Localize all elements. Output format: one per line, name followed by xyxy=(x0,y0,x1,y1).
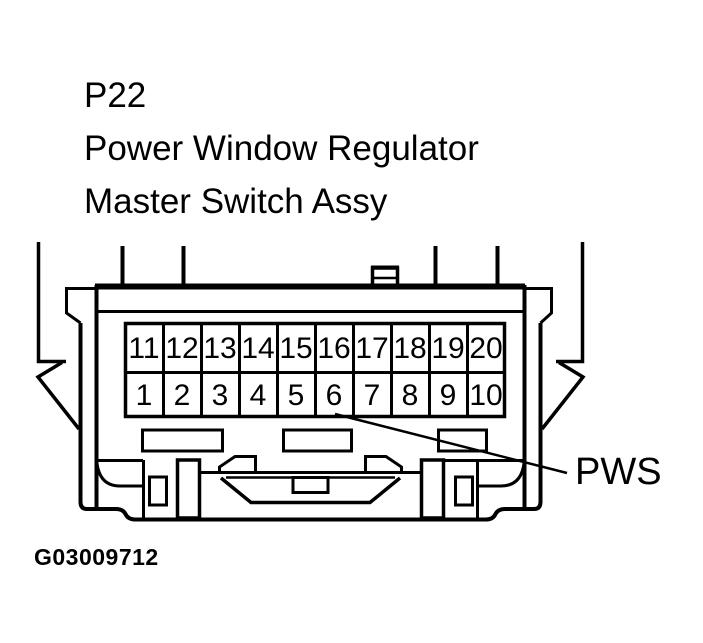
pin-label-6: 6 xyxy=(326,379,343,412)
pin-grid: 11 12 13 14 15 16 17 18 19 20 1 2 3 4 5 … xyxy=(123,321,507,419)
center-keyway xyxy=(218,455,403,505)
pin-label-10: 10 xyxy=(469,379,502,412)
pin-label-2: 2 xyxy=(174,379,191,412)
pin-callout-label: PWS xyxy=(575,451,662,493)
locking-tab xyxy=(370,265,400,285)
foot-left xyxy=(142,458,202,520)
pin-label-16: 16 xyxy=(317,332,350,365)
pin-label-12: 12 xyxy=(165,332,198,365)
mounting-wing-left xyxy=(35,361,81,431)
pin-label-7: 7 xyxy=(364,379,381,412)
connector-name-line-1: Power Window Regulator xyxy=(84,129,479,168)
pin-label-8: 8 xyxy=(402,379,419,412)
pin-numbers-bottom-row: 1 2 3 4 5 6 7 8 9 10 xyxy=(136,379,503,412)
pin-label-11: 11 xyxy=(128,332,159,365)
side-bracket-rails xyxy=(36,242,585,364)
housing-lower-details xyxy=(96,428,524,474)
pin6-callout-leader-line xyxy=(334,412,568,475)
pin-label-3: 3 xyxy=(212,379,229,412)
pin-label-4: 4 xyxy=(250,379,267,412)
pin-label-17: 17 xyxy=(355,332,388,365)
pin-label-9: 9 xyxy=(440,379,457,412)
pin-grid-dividers xyxy=(162,323,469,417)
foot-right xyxy=(419,458,479,520)
pin-label-13: 13 xyxy=(203,332,236,365)
figure-code: G03009712 xyxy=(34,544,159,570)
pin-numbers-top-row: 11 12 13 14 15 16 17 18 19 20 xyxy=(128,332,502,365)
pin-label-14: 14 xyxy=(241,332,274,365)
connector-name-line-2: Master Switch Assy xyxy=(84,182,388,221)
mounting-wing-right xyxy=(540,361,586,431)
wire-stubs xyxy=(120,246,500,286)
pin-label-19: 19 xyxy=(431,332,464,365)
housing-outline xyxy=(65,283,553,522)
pin-label-15: 15 xyxy=(279,332,312,365)
pin-label-20: 20 xyxy=(469,332,502,365)
pin-label-5: 5 xyxy=(288,379,305,412)
pin-label-18: 18 xyxy=(393,332,426,365)
pin-label-1: 1 xyxy=(136,379,153,412)
connector-id: P22 xyxy=(84,76,147,115)
title-block: P22 Power Window Regulator Master Switch… xyxy=(84,69,479,228)
